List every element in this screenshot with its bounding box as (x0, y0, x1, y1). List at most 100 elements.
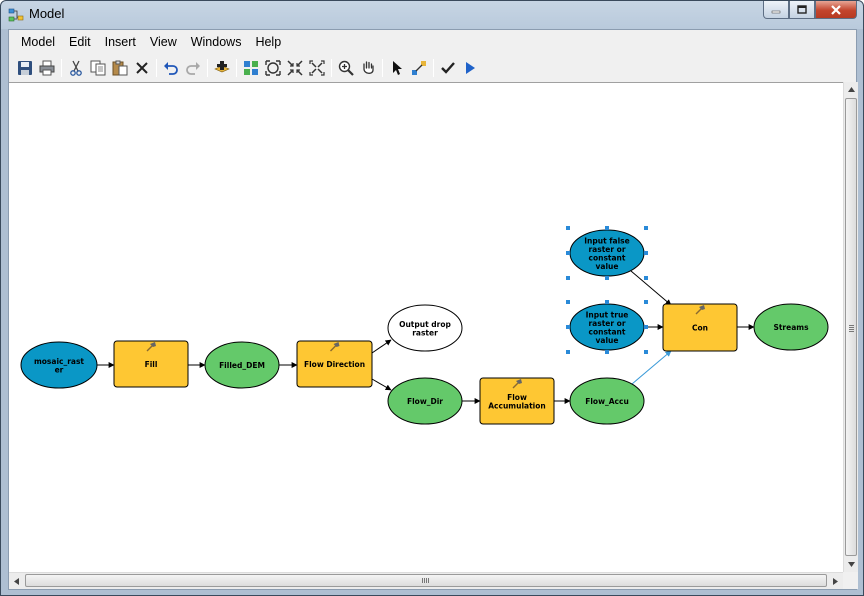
selection-handle[interactable] (566, 251, 570, 255)
connect-button[interactable] (408, 57, 430, 79)
print-button[interactable] (36, 57, 58, 79)
paste-icon (112, 60, 128, 76)
toolbar-separator (61, 59, 62, 77)
toolbar (9, 55, 856, 81)
toolbar-separator (331, 59, 332, 77)
cut-button[interactable] (65, 57, 87, 79)
connectors (97, 270, 755, 404)
connector-arrow[interactable] (631, 350, 672, 385)
copy-button[interactable] (87, 57, 109, 79)
selection-handle[interactable] (644, 350, 648, 354)
vertical-scroll-thumb[interactable] (845, 98, 857, 556)
menu-view[interactable]: View (149, 35, 177, 49)
selection-handle[interactable] (566, 300, 570, 304)
paste-button[interactable] (109, 57, 131, 79)
auto-layout-icon (244, 61, 258, 75)
window-title: Model (29, 6, 65, 21)
toolbar-separator (207, 59, 208, 77)
model-node-flow-accu[interactable]: Flow_Accu (569, 377, 645, 425)
node-label: Streams (773, 323, 809, 332)
selection-handle[interactable] (644, 300, 648, 304)
node-label: Flow Direction (304, 360, 365, 369)
selection-handle[interactable] (605, 300, 609, 304)
hammer-icon (146, 342, 156, 352)
selection-handle[interactable] (605, 226, 609, 230)
select-button[interactable] (386, 57, 408, 79)
menu-help[interactable]: Help (255, 35, 282, 49)
connector-arrow[interactable] (371, 339, 392, 354)
selection-handle[interactable] (566, 325, 570, 329)
selection-handle[interactable] (644, 251, 648, 255)
empty-shape[interactable] (387, 304, 463, 352)
node-label: er (55, 365, 64, 374)
full-extent-button[interactable] (262, 57, 284, 79)
tool-shape[interactable] (479, 377, 555, 425)
input-shape[interactable] (20, 341, 98, 389)
selection-handle[interactable] (566, 226, 570, 230)
model-node-con[interactable]: Con (662, 303, 738, 352)
selection-handle[interactable] (644, 325, 648, 329)
fixed-zoom-out-button[interactable] (306, 57, 328, 79)
close-icon (831, 4, 841, 15)
output-shape[interactable] (753, 303, 829, 351)
print-icon (39, 60, 55, 76)
toolbar-separator (382, 59, 383, 77)
delete-button[interactable] (131, 57, 153, 79)
maximize-button[interactable] (789, 1, 815, 19)
scroll-left-arrow-icon[interactable] (9, 574, 24, 589)
tool-shape[interactable] (662, 303, 738, 352)
connector-arrow[interactable] (630, 270, 672, 306)
model-node-flow-direction[interactable]: Flow Direction (296, 340, 373, 388)
scroll-right-arrow-icon[interactable] (828, 574, 843, 589)
close-button[interactable] (815, 1, 857, 19)
add-data-button[interactable] (211, 57, 233, 79)
menu-insert[interactable]: Insert (104, 35, 136, 49)
output-shape[interactable] (387, 377, 463, 425)
title-bar[interactable]: Model (1, 1, 863, 29)
selection-handle[interactable] (566, 350, 570, 354)
node-label: Output drop (399, 320, 451, 329)
redo-button[interactable] (182, 57, 204, 79)
node-label: Accumulation (488, 401, 545, 410)
vertical-scrollbar[interactable] (843, 82, 858, 572)
connect-icon (412, 61, 426, 75)
selection-handle[interactable] (605, 350, 609, 354)
scroll-down-arrow-icon[interactable] (844, 557, 859, 572)
minimize-button[interactable] (763, 1, 789, 19)
scroll-up-arrow-icon[interactable] (844, 82, 859, 97)
output-shape[interactable] (204, 341, 280, 389)
model-node-fill[interactable]: Fill (113, 340, 189, 388)
selection-handle[interactable] (605, 276, 609, 280)
hammer-icon (330, 342, 340, 352)
horizontal-scrollbar[interactable] (9, 572, 843, 589)
model-node-streams[interactable]: Streams (753, 303, 829, 351)
connector-arrow[interactable] (371, 378, 392, 391)
zoom-in-button[interactable] (335, 57, 357, 79)
menu-edit[interactable]: Edit (69, 35, 91, 49)
selection-handle[interactable] (644, 226, 648, 230)
selection-handle[interactable] (566, 276, 570, 280)
selection-handle[interactable] (644, 276, 648, 280)
undo-button[interactable] (160, 57, 182, 79)
tool-shape[interactable] (296, 340, 373, 388)
fixed-zoom-in-button[interactable] (284, 57, 306, 79)
run-button[interactable] (459, 57, 481, 79)
model-node-flow-dir[interactable]: Flow_Dir (387, 377, 463, 425)
tool-shape[interactable] (113, 340, 189, 388)
menu-windows[interactable]: Windows (190, 35, 242, 49)
menu-model[interactable]: Model (21, 35, 56, 49)
model-node-mosaic-raster[interactable]: mosaic_raster (20, 341, 98, 389)
model-node-filled-dem[interactable]: Filled_DEM (204, 341, 280, 389)
fixed-zoom-in-icon (287, 60, 303, 76)
output-shape[interactable] (569, 377, 645, 425)
horizontal-scroll-thumb[interactable] (25, 574, 827, 587)
validate-button[interactable] (437, 57, 459, 79)
pan-button[interactable] (357, 57, 379, 79)
save-button[interactable] (14, 57, 36, 79)
auto-layout-button[interactable] (240, 57, 262, 79)
